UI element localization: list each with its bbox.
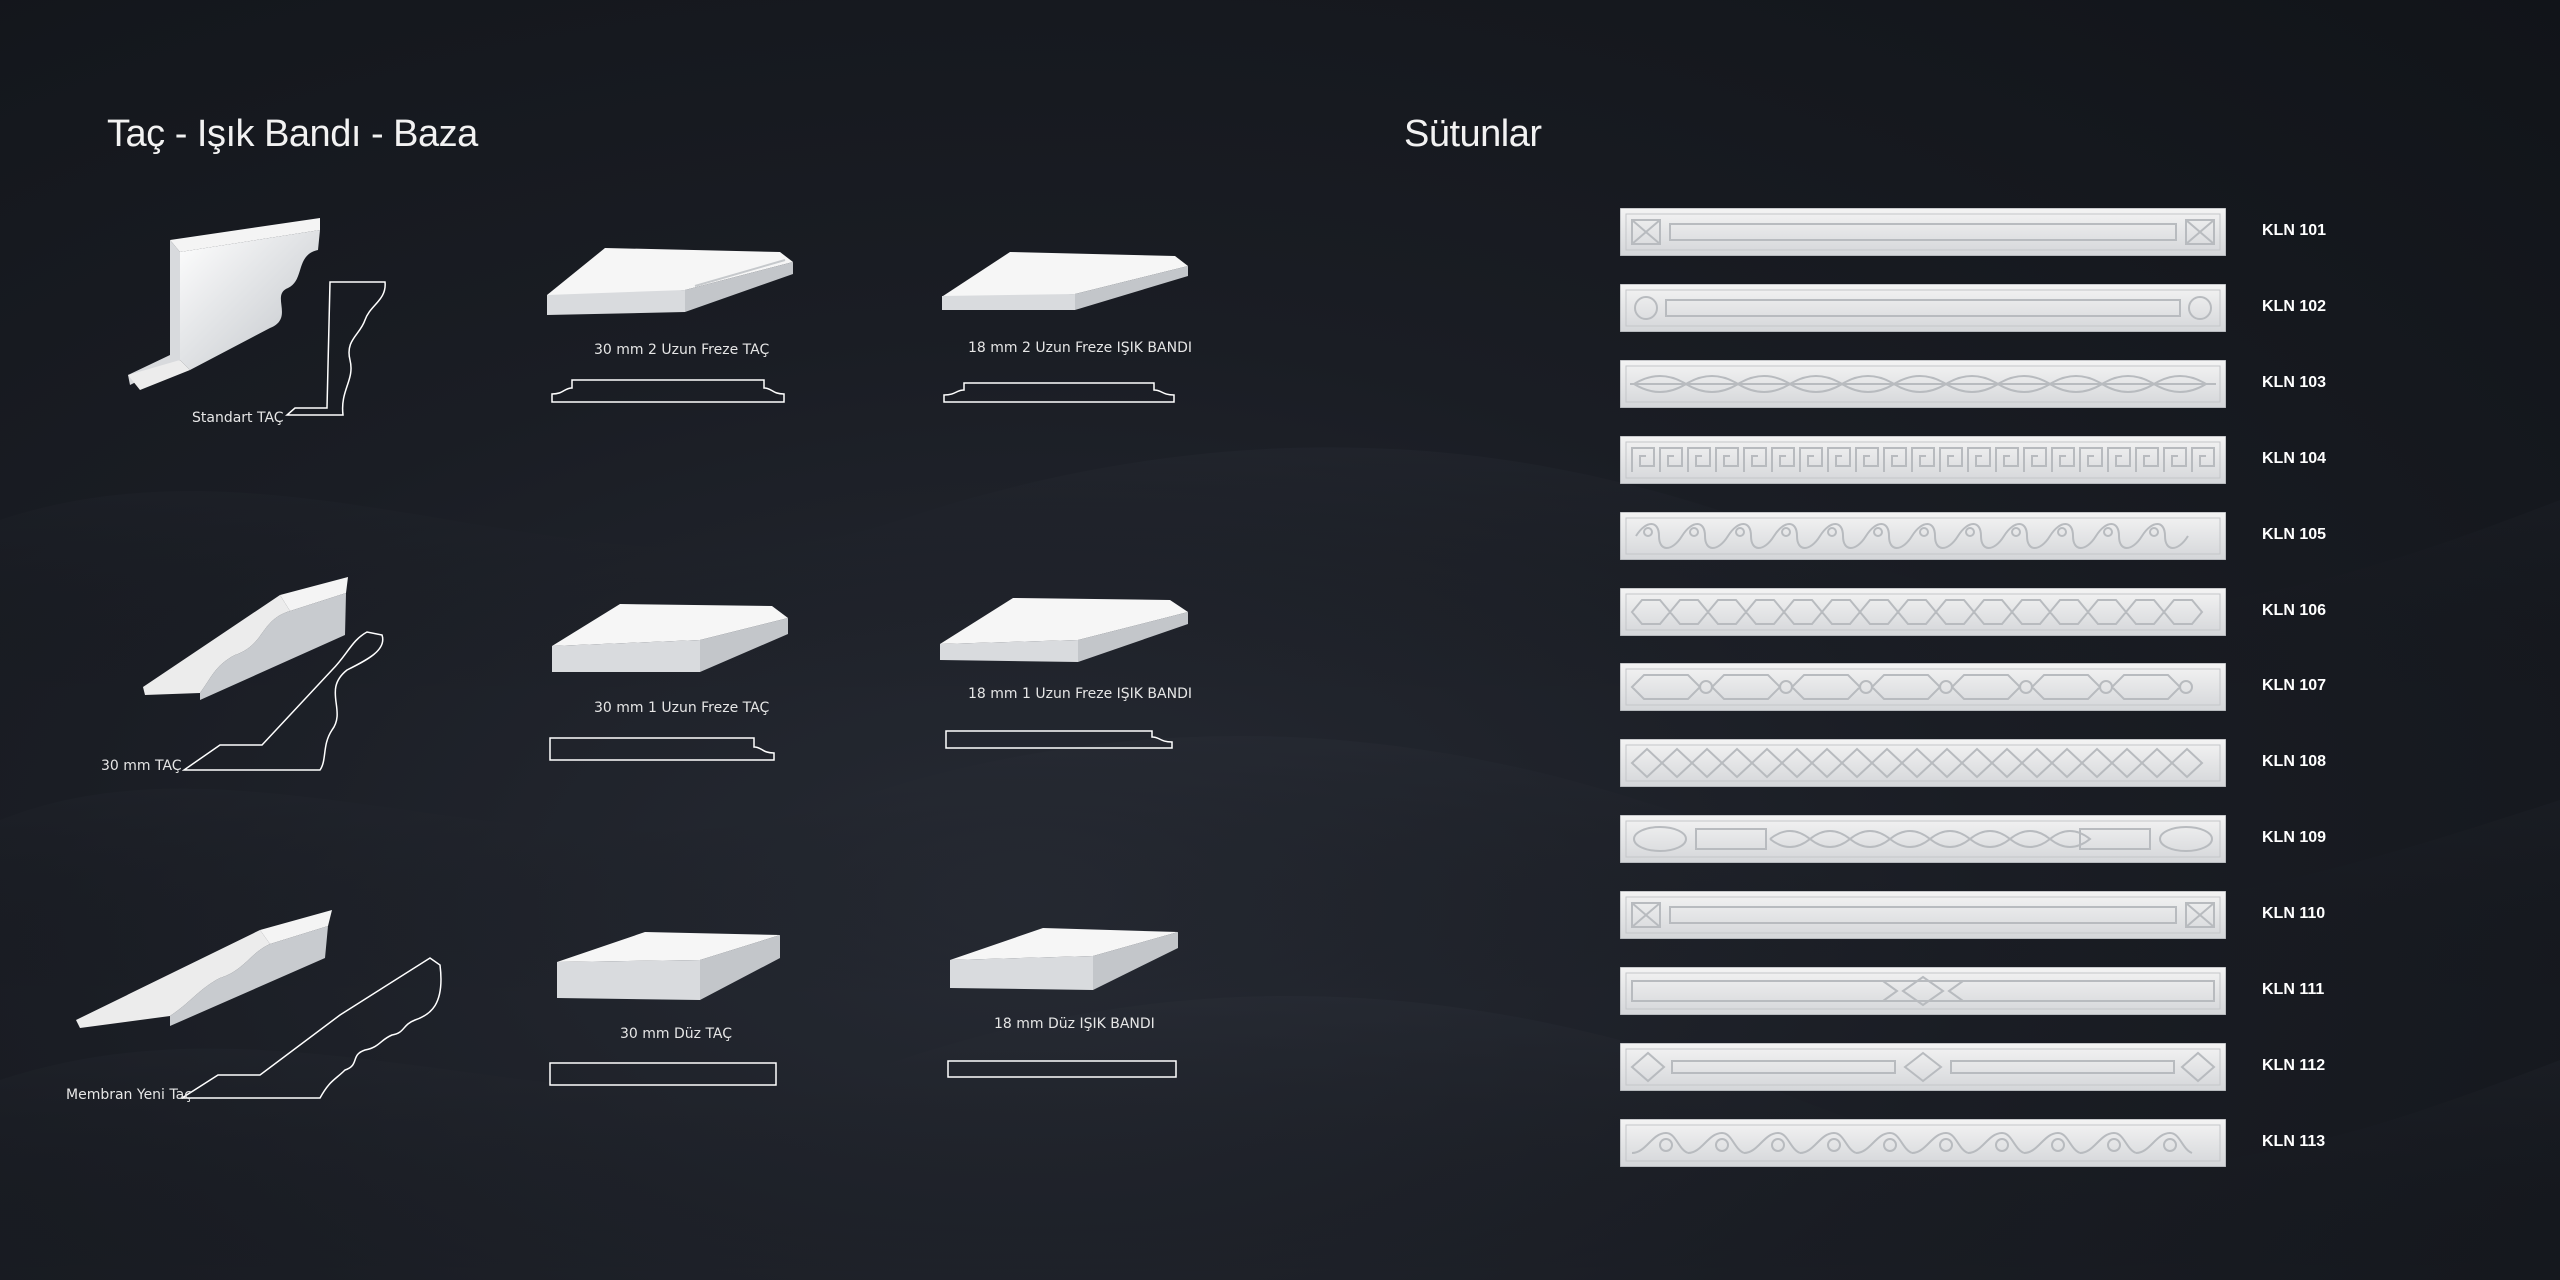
column-strip	[1620, 284, 2226, 332]
profile-label: 18 mm Düz IŞIK BANDI	[994, 1016, 1155, 1032]
column-strip	[1620, 739, 2226, 787]
column-strip	[1620, 208, 2226, 256]
column-code: KLN 101	[2262, 222, 2327, 239]
profile-label: 18 mm 1 Uzun Freze IŞIK BANDI	[968, 686, 1192, 702]
column-strip	[1620, 891, 2226, 939]
section-title-crown: Taç - Işık Bandı - Baza	[107, 113, 478, 155]
column-code: KLN 108	[2262, 753, 2327, 770]
profile-standart-tac-render	[128, 218, 320, 390]
column-code: KLN 105	[2262, 526, 2327, 543]
profile-label: 30 mm TAÇ	[101, 758, 182, 774]
profile-membran-yeni-tac-render	[76, 910, 332, 1028]
column-strip	[1620, 588, 2226, 636]
column-strip	[1620, 815, 2226, 863]
column-strip	[1620, 967, 2226, 1015]
column-code: KLN 106	[2262, 602, 2327, 619]
column-code: KLN 111	[2262, 981, 2325, 998]
column-code: KLN 103	[2262, 374, 2327, 391]
profile-18mm-duz-render	[950, 928, 1178, 990]
profile-30mm-1-freze-render	[552, 604, 788, 672]
column-strip	[1620, 360, 2226, 408]
column-code: KLN 112	[2262, 1057, 2326, 1074]
profile-label: Standart TAÇ	[192, 410, 284, 426]
profile-membran-yeni-tac-outline	[180, 957, 442, 1099]
column-strip	[1620, 512, 2226, 560]
profile-18mm-duz-outline	[947, 1060, 1177, 1078]
profile-30mm-tac-outline	[182, 631, 384, 771]
column-strip	[1620, 663, 2226, 711]
profile-18mm-1-freze-outline	[945, 730, 1173, 749]
column-code: KLN 104	[2262, 450, 2327, 467]
profile-18mm-2-freze-outline	[943, 382, 1175, 403]
section-title-columns: Sütunlar	[1404, 113, 1542, 155]
column-code: KLN 110	[2262, 905, 2326, 922]
profile-label: 30 mm 2 Uzun Freze TAÇ	[594, 342, 770, 358]
profile-30mm-duz-tac-outline	[549, 1062, 777, 1086]
column-strip	[1620, 1119, 2226, 1167]
profile-label: 30 mm 1 Uzun Freze TAÇ	[594, 700, 770, 716]
profile-label: 18 mm 2 Uzun Freze IŞIK BANDI	[968, 340, 1192, 356]
column-strip	[1620, 436, 2226, 484]
profile-18mm-1-freze-render	[940, 598, 1188, 662]
profile-30mm-1-freze-outline	[549, 737, 775, 761]
column-code: KLN 107	[2262, 677, 2327, 694]
profile-30mm-2-freze-render	[547, 248, 793, 315]
column-code: KLN 109	[2262, 829, 2327, 846]
profile-18mm-2-freze-render	[942, 252, 1188, 310]
profile-30mm-2-freze-outline	[551, 379, 785, 403]
profile-label: Membran Yeni Taç	[66, 1087, 192, 1103]
column-code: KLN 113	[2262, 1133, 2326, 1150]
profile-standart-tac-outline	[285, 281, 386, 416]
column-code: KLN 102	[2262, 298, 2327, 315]
profile-label: 30 mm Düz TAÇ	[620, 1026, 733, 1042]
profile-30mm-duz-tac-render	[557, 932, 780, 1000]
profile-30mm-tac-render	[143, 577, 348, 700]
column-strip	[1620, 1043, 2226, 1091]
